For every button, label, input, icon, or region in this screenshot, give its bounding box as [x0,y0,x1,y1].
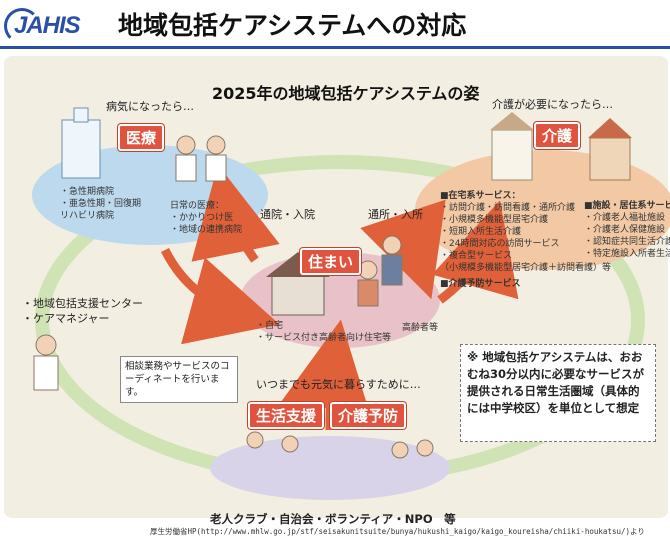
facility-services-list: ■施設・居住系サービス ・介護老人福祉施設 ・介護老人保健施設 ・認知症共同生活… [584,201,670,259]
home-services-list: ■在宅系サービス： ・訪問介護・訪問看護・通所介護 ・小規模多機能型居宅介護 ・… [440,191,612,289]
housing-list: ・自宅 ・サービス付き高齢者向け住宅等 [256,321,392,343]
care-back-arrow [360,199,446,300]
jahis-logo: JAHIS [14,12,81,39]
scope-note: ※ 地域包括ケアシステムは、おおむね30分以内に必要なサービスが提供される日常生… [460,344,656,442]
header: JAHIS 地域包括ケアシステムへの対応 [0,0,670,48]
medical-tag: 医療 [118,124,165,151]
hospital-flow-label: 通院・入院 [260,208,315,221]
elderly-figure-2 [382,235,402,255]
livelihood-area [210,436,450,500]
hospital-list: ・急性期病院 ・亜急性期・回復期 リハビリ病院 [60,187,142,221]
hospital-arrow [160,247,280,345]
clinic-list: 日常の医療： ・かかりつけ医 ・地域の連携病院 [170,201,243,235]
page-title: 地域包括ケアシステムへの対応 [118,11,467,40]
volunteer-figure [246,431,264,449]
care-tag: 介護 [534,122,581,149]
care-arrow [431,200,519,304]
elderly-figure [358,260,378,280]
house-building [271,274,325,316]
jahis-logo-arc [4,8,40,44]
livelihood-caption: いつまでも元気に暮らすために… [256,378,421,391]
doctor-figure [176,135,196,155]
hospital-back-arrow [191,164,280,263]
medical-caption: 病気になったら… [106,100,194,113]
hospital-building [61,119,101,179]
care-prevention-tag: 介護予防 [330,402,407,429]
support-center-list: ・地域包括支援センター ・ケアマネジャー [22,297,143,325]
care-facility-building [491,129,533,181]
residents-label: 高齢者等 [402,323,439,333]
care-flow-label: 通所・入所 [368,208,423,221]
nursing-home-building [589,137,631,181]
care-manager-figure [35,334,57,356]
source-citation: 厚生労働省HP(http://www.mhlw.go.jp/stf/seisak… [150,527,645,536]
nurse-figure [206,135,226,155]
organizations-label: 老人クラブ・自治会・ボランティア・NPO 等 [210,512,456,526]
life-support-tag: 生活支援 [248,402,325,429]
coordinate-box: 相談業務やサービスのコーディネートを行います。 [120,356,238,403]
title-rule [0,46,670,49]
housing-tag: 住まい [300,248,362,275]
care-caption: 介護が必要になったら… [492,98,613,111]
diagram-subtitle: 2025年の地域包括ケアシステムの姿 [212,84,480,103]
